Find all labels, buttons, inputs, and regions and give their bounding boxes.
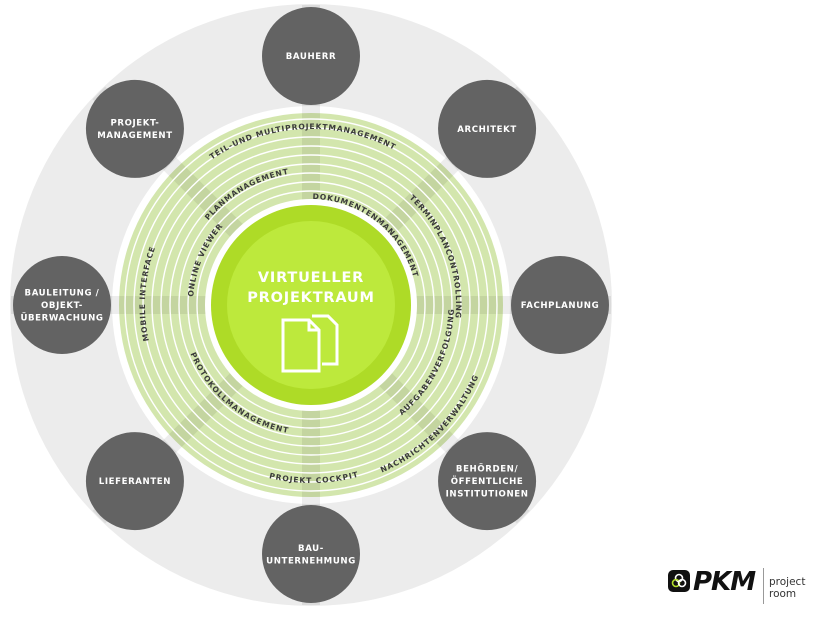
ring-line [133, 127, 489, 483]
stakeholder-node: BEHÖRDEN/ÖFFENTLICHE INSTITUTIONEN [438, 432, 537, 531]
stakeholder-node: BAUHERR [262, 7, 360, 105]
stakeholder-circle [85, 79, 184, 178]
logo-divider [763, 568, 764, 604]
ring-line [124, 118, 498, 492]
stakeholder-node: FACHPLANUNG [511, 256, 609, 354]
stakeholder-label: OBJEKT- [41, 301, 83, 311]
stakeholder-label: ARCHITEKT [457, 125, 517, 135]
ring-line [151, 145, 471, 465]
stakeholder-circle [262, 7, 360, 105]
stakeholder-node: PROJEKT- MANAGEMENT [85, 79, 184, 178]
ring-line [169, 163, 453, 447]
stakeholder-node: BAULEITUNG / OBJEKT- ÜBERWACHUNG [13, 256, 111, 354]
stakeholder-label: FACHPLANUNG [521, 301, 599, 311]
stakeholder-node: BAU- UNTERNEHMUNG [262, 505, 360, 603]
pkm-logo-mark-icon [668, 570, 690, 592]
stakeholder-label: UNTERNEHMUNG [266, 556, 356, 566]
logo-sub-project: project [769, 576, 806, 588]
stakeholder-label: BAUHERR [286, 52, 336, 62]
stakeholder-circle [13, 256, 111, 354]
stakeholder-label: BAULEITUNG / [25, 289, 100, 299]
center-title-line-1: VIRTUELLER [258, 270, 364, 286]
stakeholder-circle [262, 505, 360, 603]
logo-subtitle: project room [769, 576, 805, 600]
ring-line [187, 181, 435, 429]
stakeholder-label: INSTITUTIONEN [446, 490, 529, 500]
stakeholder-label: MANAGEMENT [97, 131, 172, 141]
stakeholder-label: ÜBERWACHUNG [20, 313, 103, 324]
ring-lines [124, 118, 498, 492]
center-inner [227, 221, 395, 389]
stakeholder-node: LIEFERANTEN [85, 432, 184, 531]
stakeholder-circle [85, 432, 184, 531]
stakeholder-circle [438, 79, 537, 178]
ring-line [142, 136, 480, 474]
ring-line [178, 172, 444, 438]
logo-brand: PKM [693, 567, 756, 597]
stakeholder-circle [438, 432, 537, 531]
logo-sub-room: room [769, 588, 797, 600]
ring-line [160, 154, 462, 456]
center-title-line-2: PROJEKTRAUM [247, 290, 375, 306]
stakeholder-node: ARCHITEKT [438, 79, 537, 178]
documents-icon [281, 314, 339, 373]
stakeholder-label: LIEFERANTEN [99, 477, 171, 487]
stakeholder-label: PROJEKT- [110, 119, 159, 129]
stakeholder-label: ÖFFENTLICHE [451, 476, 524, 487]
ring-line [196, 190, 426, 420]
stakeholder-label: BEHÖRDEN/ [456, 464, 519, 475]
stakeholder-circle [511, 256, 609, 354]
stakeholders: BAUHERR ARCHITEKT FACHPLANUNG BEHÖRDEN/ÖFFE… [13, 7, 609, 603]
pkm-logo: PKM project room [666, 566, 816, 606]
stakeholder-label: BAU- [298, 544, 324, 554]
